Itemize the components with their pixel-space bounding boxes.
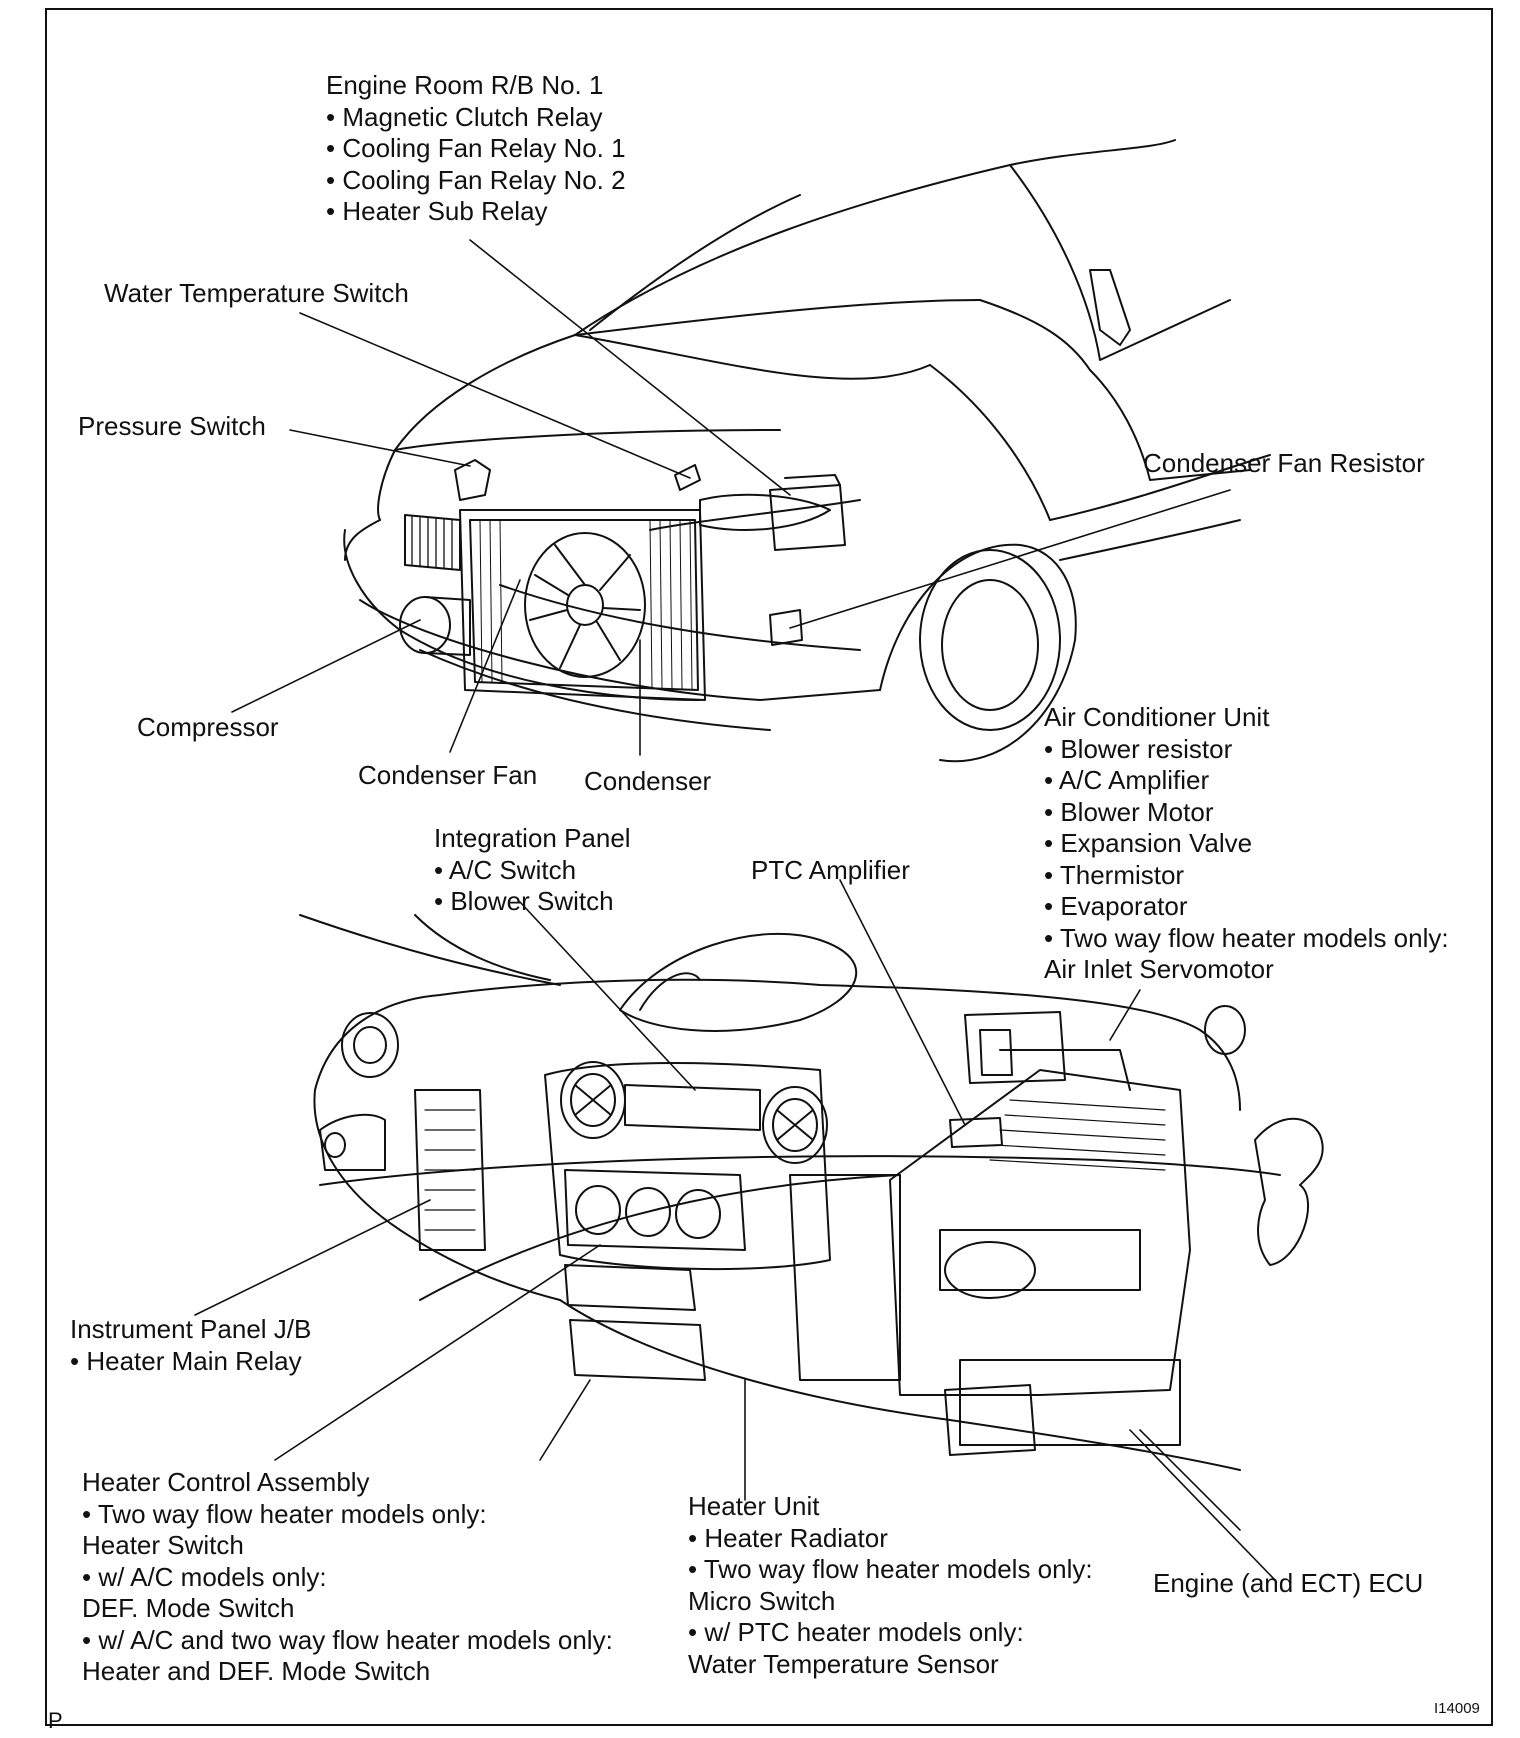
callout-item: Water Temperature Sensor [688, 1648, 999, 1679]
callout-integration-panel: Integration Panel • A/C Switch • Blower … [434, 823, 631, 918]
callout-item: • Blower resistor [1044, 733, 1233, 764]
callout-item: • Expansion Valve [1044, 828, 1253, 858]
radiator-condenser-illustration [399, 459, 861, 701]
callout-title: Condenser Fan Resistor [1143, 448, 1425, 478]
callout-condenser-fan-resistor: Condenser Fan Resistor [1143, 448, 1425, 480]
callout-condenser: Condenser [584, 766, 711, 798]
callout-ptc-amplifier: PTC Amplifier [751, 855, 910, 887]
callout-title: PTC Amplifier [751, 855, 910, 885]
callout-heater-unit: Heater Unit • Heater Radiator • Two way … [688, 1491, 1093, 1680]
callout-item: Heater Switch [82, 1530, 244, 1560]
callout-title: Heater Unit [688, 1491, 820, 1521]
callout-title: Condenser [584, 766, 712, 796]
callout-item: Heater and DEF. Mode Switch [82, 1656, 431, 1686]
callout-pressure-switch: Pressure Switch [78, 411, 266, 443]
callout-item: • A/C Amplifier [1044, 765, 1210, 795]
callout-item: • Blower Motor [1044, 796, 1214, 827]
diagram-frame [45, 8, 1493, 1726]
callout-air-conditioner-unit: Air Conditioner Unit • Blower resistor •… [1044, 702, 1449, 986]
callout-item: • Two way flow heater models only: [688, 1554, 1093, 1584]
callout-compressor: Compressor [137, 712, 279, 744]
callout-item: Air Inlet Servomotor [1044, 954, 1274, 984]
callout-item: • Evaporator [1044, 891, 1188, 921]
callout-item: • Cooling Fan Relay No. 1 [326, 133, 626, 163]
figure-code: I14009 [1434, 1700, 1480, 1717]
callout-title: Air Conditioner Unit [1044, 702, 1270, 732]
callout-item: • Two way flow heater models only: [82, 1498, 487, 1529]
callout-title: Engine (and ECT) ECU [1153, 1568, 1424, 1598]
callout-item: • w/ PTC heater models only: [688, 1617, 1024, 1647]
callout-item: • A/C Switch [434, 854, 577, 885]
callout-title: Water Temperature Switch [104, 278, 409, 308]
callout-item: • Heater Main Relay [70, 1345, 302, 1376]
leader-lines [194, 239, 1276, 1581]
callout-title: Condenser Fan [358, 760, 538, 790]
callout-item: • w/ A/C models only: [82, 1561, 327, 1592]
callout-title: Instrument Panel J/B [70, 1314, 312, 1344]
car-outline [343, 139, 1271, 763]
callout-condenser-fan: Condenser Fan [358, 760, 537, 792]
callout-item: • Blower Switch [434, 886, 614, 916]
callout-item: • Heater Radiator [688, 1522, 888, 1553]
dashboard-outline [299, 914, 1324, 1471]
callout-item: • w/ A/C and two way flow heater models … [82, 1624, 613, 1655]
callout-item: • Cooling Fan Relay No. 2 [326, 164, 626, 195]
corner-mark: P [48, 1708, 63, 1733]
callout-water-temperature-switch: Water Temperature Switch [104, 278, 409, 310]
callout-item: • Heater Sub Relay [326, 196, 548, 226]
callout-item: • Thermistor [1044, 859, 1185, 890]
callout-instrument-panel-jb: Instrument Panel J/B • Heater Main Relay [70, 1314, 311, 1377]
callout-item: • Two way flow heater models only: [1044, 922, 1449, 953]
callout-engine-ecu: Engine (and ECT) ECU [1153, 1568, 1423, 1600]
callout-item: DEF. Mode Switch [82, 1593, 295, 1623]
callout-title: Compressor [137, 712, 279, 742]
callout-title: Integration Panel [434, 823, 631, 853]
callout-item: Micro Switch [688, 1585, 836, 1616]
callout-item: • Magnetic Clutch Relay [326, 101, 603, 132]
callout-title: Heater Control Assembly [82, 1467, 370, 1497]
callout-heater-control-assembly: Heater Control Assembly • Two way flow h… [82, 1467, 613, 1688]
callout-title: Engine Room R/B No. 1 [326, 70, 604, 100]
callout-engine-room-rb: Engine Room R/B No. 1 • Magnetic Clutch … [326, 70, 626, 228]
callout-title: Pressure Switch [78, 411, 266, 441]
